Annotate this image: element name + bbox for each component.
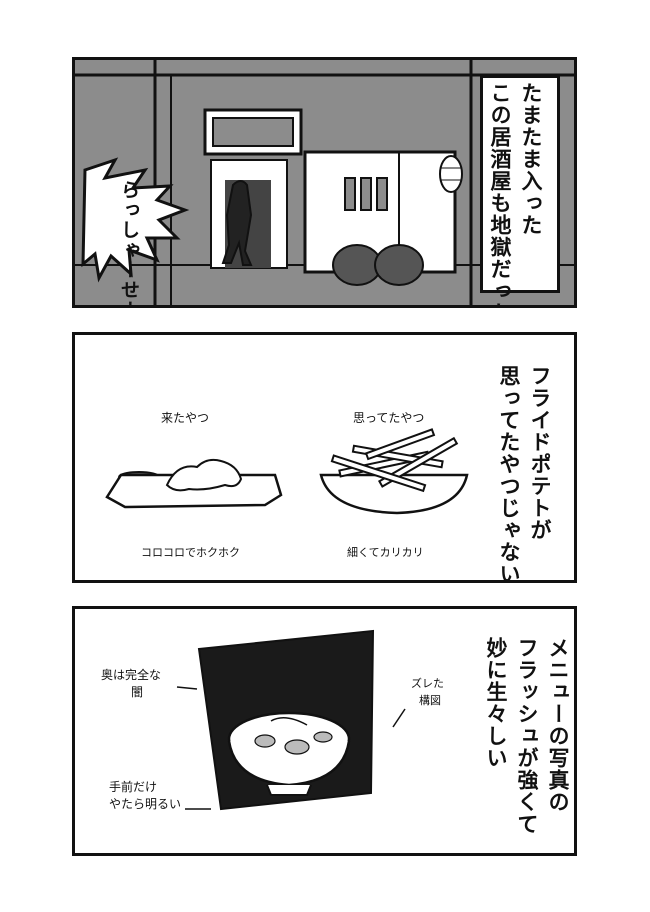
narration-caption: たまたま入った この居酒屋も地獄だった <box>484 82 546 308</box>
label-actual-fries: 来たやつ <box>161 411 210 425</box>
note-bright-foreground: 手前だけ やたら明るい <box>109 779 181 813</box>
narration-caption: メニューの写真の フラッシュが強くて 妙に生々しい <box>480 637 573 835</box>
panel-french-fries: フライドポテトが 思ってたやつじゃない 来たやつ 思ってたやつ コロコロでホクホ… <box>72 332 577 583</box>
caption-line: 思ってたやつじゃない <box>497 365 521 583</box>
note-dark-background: 奥は完全な 闇 <box>101 667 161 701</box>
caption-line: 妙に生々しい <box>484 637 508 769</box>
staff-greeting-shout: らっしゃーせー <box>118 180 140 308</box>
caption-box <box>480 75 560 293</box>
caption-line: フラッシュが強くて <box>515 637 539 835</box>
panel-menu-photo: メニューの写真の フラッシュが強くて 妙に生々しい 奥は完全な 闇 ズレた 構図… <box>72 606 577 856</box>
note-line: やたら明るい <box>109 797 182 811</box>
note-line: ズレた <box>411 677 444 690</box>
note-line: 構図 <box>419 694 441 707</box>
fries-comparison-illustration <box>105 428 469 515</box>
caption-line: フライドポテトが <box>528 365 552 541</box>
note-line: 闇 <box>131 685 144 699</box>
panel-izakaya-entrance: たまたま入った この居酒屋も地獄だった らっしゃーせー <box>72 57 577 308</box>
note-line: 奥は完全な <box>101 668 162 682</box>
narration-caption: フライドポテトが 思ってたやつじゃない <box>493 365 555 583</box>
menu-photo-illustration <box>176 629 406 811</box>
caption-line: メニューの写真の <box>546 637 570 813</box>
caption-line: この居酒屋も地獄だった <box>488 82 512 308</box>
desc-expected-fries: 細くてカリカリ <box>347 546 424 559</box>
note-off-composition: ズレた 構図 <box>411 675 444 709</box>
caption-line: たまたま入った <box>519 82 543 236</box>
label-expected-fries: 思ってたやつ <box>353 411 425 425</box>
note-line: 手前だけ <box>109 780 158 794</box>
desc-actual-fries: コロコロでホクホク <box>141 546 240 559</box>
